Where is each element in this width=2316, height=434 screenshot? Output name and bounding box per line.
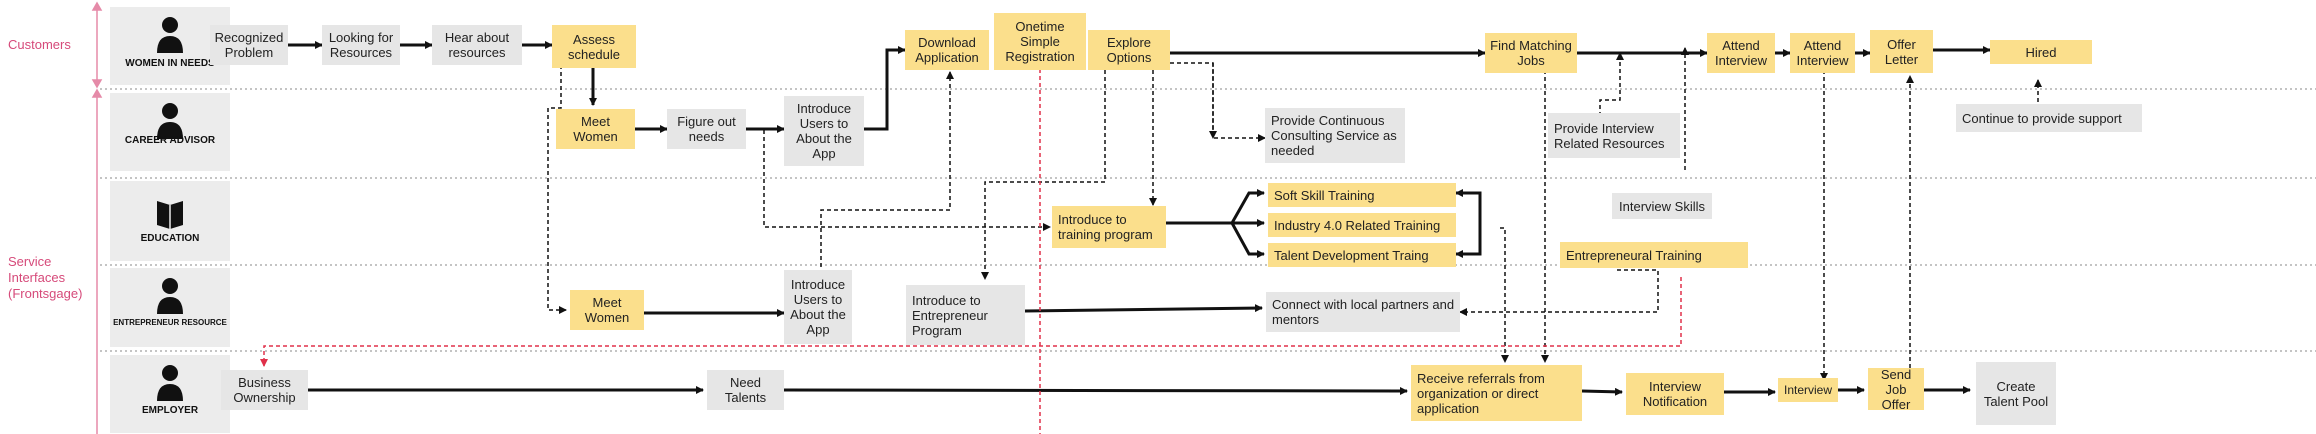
node-introduce-app-career: Introduce Users to About the App [784, 96, 864, 166]
role-career-advisor: CAREER ADVISOR [110, 93, 230, 171]
node-provide-interview-resources: Provide Interview Related Resources [1548, 113, 1680, 158]
node-hired: Hired [1990, 40, 2092, 64]
lane-separators [100, 88, 2316, 352]
node-talent-development: Talent Development Traing [1268, 243, 1456, 267]
person-icon [157, 103, 183, 139]
node-introduce-entrepreneur-program: Introduce to Entrepreneur Program [906, 285, 1025, 345]
dashed-flows [547, 47, 2042, 381]
node-meet-women-career: Meet Women [556, 109, 635, 149]
node-onetime-registration: Onetime Simple Registration [994, 13, 1086, 70]
node-assess-schedule: Assess schedule [552, 25, 636, 68]
person-icon [157, 278, 183, 314]
role-label: ENTREPRENEUR RESOURCE [113, 318, 227, 327]
role-label: CAREER ADVISOR [124, 135, 216, 146]
role-employer: EMPLOYER [110, 355, 230, 433]
lane-range-markers [91, 1, 103, 434]
person-icon [157, 365, 183, 401]
node-create-talent-pool: Create Talent Pool [1976, 362, 2056, 425]
lane-title-customers: Customers [8, 37, 71, 52]
red-dashed-flows [260, 13, 1682, 434]
lane-title-service-interfaces: Service Interfaces (Frontsgage) [8, 254, 83, 301]
node-download-application: Download Application [905, 30, 989, 70]
role-label: EDUCATION [140, 233, 200, 244]
person-icon [157, 17, 183, 53]
node-connect-partners: Connect with local partners and mentors [1266, 292, 1460, 332]
node-continue-support: Continue to provide support [1956, 104, 2142, 132]
node-provide-consulting: Provide Continuous Consulting Service as… [1265, 108, 1405, 163]
node-interview-notification: Interview Notification [1626, 373, 1724, 415]
node-soft-skill-training: Soft Skill Training [1268, 183, 1456, 207]
node-offer-letter: Offer Letter [1870, 30, 1933, 73]
node-introduce-training: Introduce to training program [1052, 206, 1166, 248]
training-bracket-arrows [1455, 189, 1463, 258]
node-meet-women-entrepreneur: Meet Women [570, 290, 644, 330]
node-industry-training: Industry 4.0 Related Training [1268, 213, 1456, 237]
training-bracket [1460, 191, 1482, 256]
node-business-ownership: Business Ownership [221, 370, 308, 410]
node-hear-about-resources: Hear about resources [432, 25, 522, 65]
role-entrepreneur-resource: ENTREPRENEUR RESOURCE [110, 268, 230, 347]
node-introduce-app-entrepreneur: Introduce Users to About the App [784, 270, 852, 344]
node-interview: Interview [1778, 378, 1838, 402]
node-attend-interview-1: Attend Interview [1707, 33, 1775, 73]
book-icon [157, 201, 183, 229]
node-entrepreneurial-training: Entrepreneural Training [1560, 242, 1748, 268]
node-need-talents: Need Talents [707, 370, 784, 410]
role-label: EMPLOYER [141, 405, 199, 416]
node-explore-options: Explore Options [1088, 30, 1170, 70]
node-receive-referrals: Receive referrals from organization or d… [1411, 365, 1582, 421]
node-recognized-problem: Recognized Problem [210, 25, 288, 65]
node-send-job-offer: Send Job Offer [1868, 367, 1924, 412]
node-looking-for-resources: Looking for Resources [322, 25, 400, 65]
role-education: EDUCATION [110, 181, 230, 261]
role-women-in-needs: WOMEN IN NEEDS [110, 7, 230, 85]
role-label: WOMEN IN NEEDS [125, 58, 215, 69]
node-figure-out-needs: Figure out needs [667, 109, 746, 149]
node-find-matching-jobs: Find Matching Jobs [1485, 33, 1577, 73]
node-interview-skills: Interview Skills [1612, 193, 1712, 219]
node-attend-interview-2: Attend Interview [1790, 33, 1855, 73]
